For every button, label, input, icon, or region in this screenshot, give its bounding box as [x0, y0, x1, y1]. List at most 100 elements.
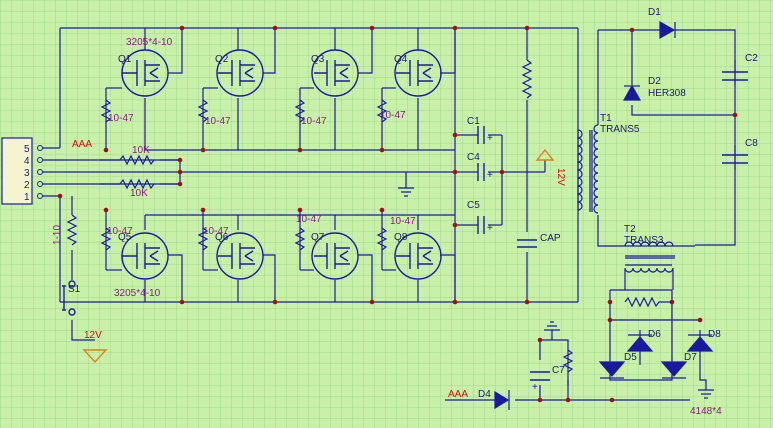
capacitor-cap — [517, 239, 537, 248]
connector-pin-3: 3 — [24, 168, 30, 179]
mosfet-q8 — [394, 232, 442, 280]
label-r-gate-1: 10-47 — [108, 113, 134, 124]
label-bottom-value: 3205*4-10 — [114, 288, 161, 299]
svg-text:+: + — [487, 133, 493, 144]
labels: Q1 Q2 Q3 Q4 Q5 Q6 Q7 Q8 3205*4-10 3205*4… — [52, 7, 758, 417]
label-12v-switch: 12V — [84, 330, 102, 341]
connector-block: 5 4 3 2 1 — [1, 137, 43, 205]
connector-pin-4: 4 — [24, 156, 30, 167]
label-trans5: TRANS5 — [600, 124, 640, 135]
label-r-gate-3: 10-47 — [301, 116, 327, 127]
mosfet-q1 — [121, 49, 169, 97]
diode-d1 — [659, 20, 676, 40]
resistor-gate-q8 — [376, 227, 388, 251]
diode-d6 — [626, 334, 654, 352]
resistor-10k-top — [119, 154, 155, 166]
svg-text:+: + — [487, 170, 493, 181]
transformers — [577, 124, 675, 290]
capacitors: + + + + — [477, 71, 748, 393]
ground-center — [398, 187, 414, 197]
mosfet-q5 — [121, 232, 169, 280]
label-q7: Q7 — [311, 232, 325, 243]
label-c4: C4 — [467, 152, 480, 163]
switch-s1 — [62, 280, 76, 316]
label-s1: S1 — [68, 284, 81, 295]
capacitor-c2 — [722, 71, 748, 81]
mosfet-q6 — [216, 232, 264, 280]
label-c7: C7 — [552, 365, 565, 376]
label-d5: D5 — [624, 352, 637, 363]
label-c1: C1 — [467, 116, 480, 127]
svg-text:+: + — [487, 223, 493, 234]
transformer-t1 — [577, 124, 599, 214]
ground-12v-switch — [82, 349, 108, 364]
resistor-gate-q7 — [294, 227, 306, 251]
svg-text:+: + — [532, 382, 538, 393]
ground-bridge — [698, 389, 714, 399]
label-q6: Q6 — [215, 232, 229, 243]
capacitor-c1: + — [477, 126, 493, 144]
label-d2: D2 — [648, 76, 661, 87]
mosfets — [121, 49, 442, 280]
resistor-gate-q4 — [376, 99, 388, 123]
resistors — [66, 59, 672, 373]
label-aaa-input: AAA — [72, 139, 92, 150]
connector-pin-1: 1 — [24, 192, 30, 203]
label-r-gate-5: 10-47 — [107, 226, 133, 237]
resistor-10k-bottom — [119, 178, 155, 190]
label-d8: D8 — [708, 329, 721, 340]
label-c5: C5 — [467, 200, 480, 211]
label-r10k-bottom: 10K — [130, 188, 148, 199]
resistor-1-10 — [66, 214, 78, 246]
label-c8: C8 — [745, 138, 758, 149]
capacitor-c4: + — [477, 163, 493, 181]
label-r10k-top: 10K — [132, 145, 150, 156]
diode-d7 — [660, 361, 688, 379]
label-her308: HER308 — [648, 88, 686, 99]
label-r-gate-8: 10-47 — [390, 216, 416, 227]
diode-d2 — [622, 84, 642, 101]
label-t1: T1 — [600, 113, 612, 124]
mosfet-q4 — [394, 49, 442, 97]
capacitor-c5: + — [477, 216, 493, 234]
label-d1: D1 — [648, 7, 661, 18]
label-diode-value: 4148*4 — [690, 406, 722, 417]
label-q3: Q3 — [311, 54, 325, 65]
label-r-gate-7: 10-47 — [296, 214, 322, 225]
resistor-gate-q5 — [100, 227, 112, 251]
label-r-gate-4: 10-47 — [380, 110, 406, 121]
resistor-c7 — [562, 349, 574, 373]
label-d7: D7 — [684, 352, 697, 363]
transformer-t2 — [624, 241, 675, 290]
label-r-1-10: 1-10 — [52, 225, 63, 245]
resistor-gate-q6 — [197, 227, 209, 251]
resistor-gate-q1 — [100, 99, 112, 123]
label-q1: Q1 — [118, 54, 132, 65]
label-d6: D6 — [648, 329, 661, 340]
label-top-value: 3205*4-10 — [126, 37, 173, 48]
mosfet-q3 — [311, 49, 359, 97]
ground-12v-transformer — [535, 148, 555, 161]
ground-c7 — [544, 321, 560, 331]
label-q8: Q8 — [394, 232, 408, 243]
diode-d5 — [598, 361, 626, 379]
label-r-gate-2: 10-47 — [205, 116, 231, 127]
diode-d8 — [686, 334, 714, 352]
label-q2: Q2 — [215, 54, 229, 65]
label-r-gate-6: 10-47 — [203, 226, 229, 237]
label-12v-transformer: 12V — [555, 168, 566, 186]
label-t2: T2 — [624, 224, 636, 235]
label-trans3: TRANS3 — [624, 235, 664, 246]
resistor-near-cap — [521, 59, 533, 99]
diode-d4 — [494, 390, 510, 410]
label-q5: Q5 — [118, 232, 132, 243]
label-aaa-output: AAA — [448, 389, 468, 400]
mosfet-q2 — [216, 49, 264, 97]
capacitor-c8 — [722, 154, 748, 164]
connector-pin-2: 2 — [24, 180, 30, 191]
ground-symbols — [398, 187, 714, 399]
label-cap: CAP — [540, 233, 561, 244]
mosfet-q7 — [311, 232, 359, 280]
capacitor-c7: + — [530, 371, 550, 393]
